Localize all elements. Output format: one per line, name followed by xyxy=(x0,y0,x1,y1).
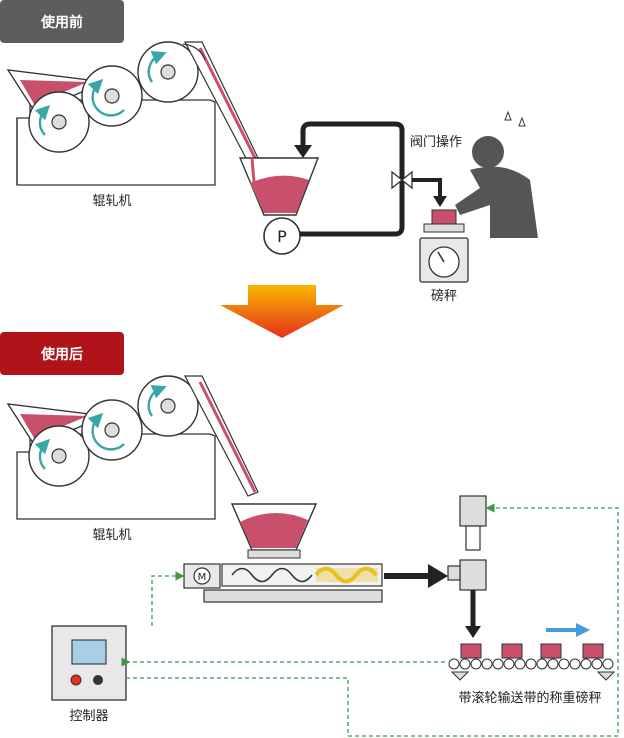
signal-lines xyxy=(121,503,619,737)
conveyor-label: 带滚轮输送带的称重磅秤 xyxy=(458,690,601,706)
roller-mill-label: 辊轧机 xyxy=(92,194,131,209)
controller-label: 控制器 xyxy=(69,709,108,724)
conveyor-direction-arrow-icon xyxy=(576,623,590,637)
rotation-arrow-icon xyxy=(34,104,50,136)
after-badge-label: 使用后 xyxy=(40,346,83,363)
roller-mill-before xyxy=(6,41,259,186)
pump-letter: P xyxy=(277,227,287,246)
feed-hopper xyxy=(230,503,318,559)
controller-icon xyxy=(51,625,127,701)
valve-icon xyxy=(391,170,447,207)
rotation-arrow-icon xyxy=(147,385,167,417)
pump: P xyxy=(263,217,301,255)
scale-label: 磅秤 xyxy=(431,288,457,304)
rotation-arrow-icon xyxy=(87,412,125,451)
after-badge: 使用后 xyxy=(0,332,124,375)
after-section: 使用后 辊轧机 M xyxy=(0,332,619,737)
screw-feeder: M xyxy=(183,563,448,603)
before-badge: 使用前 xyxy=(0,0,124,43)
motor-icon xyxy=(193,567,211,585)
roller-mill-after xyxy=(6,375,259,520)
valve-label: 阀门操作 xyxy=(410,134,462,150)
before-section: 使用前 辊轧机 xyxy=(0,0,538,304)
dosing-valve xyxy=(447,495,487,638)
roller-mill-label: 辊轧机 xyxy=(92,528,131,543)
scale-icon xyxy=(419,209,469,283)
rotation-arrow-icon xyxy=(147,51,167,83)
roller-conveyor-scale xyxy=(448,623,616,681)
recirculation-pipe xyxy=(294,121,405,237)
rotation-arrow-icon xyxy=(34,438,50,470)
rotation-arrow-icon xyxy=(87,78,125,117)
before-badge-label: 使用前 xyxy=(40,14,83,31)
operator-icon xyxy=(455,110,538,238)
tank-before xyxy=(238,157,320,216)
transition-arrow-icon xyxy=(220,285,344,338)
motor-letter: M xyxy=(198,572,207,583)
